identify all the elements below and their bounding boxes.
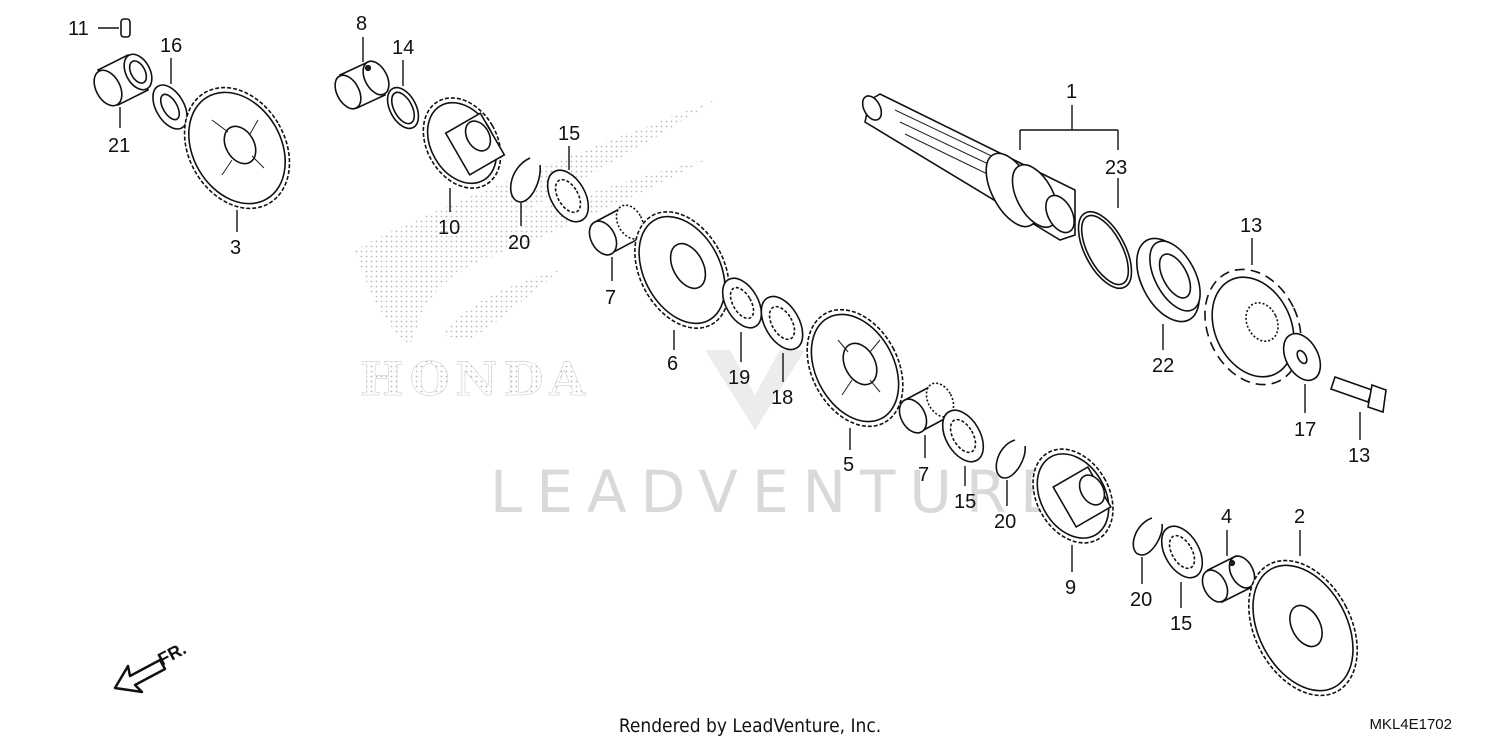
callout-11: 13 [1240, 215, 1262, 237]
part-6-gear [634, 211, 730, 350]
part-12-dowel-pin [98, 18, 131, 38]
callout-9: 9 [1065, 577, 1076, 599]
callout-1: 1 [1066, 81, 1077, 103]
callout-19: 19 [728, 367, 750, 389]
part-7-bearing-a [588, 204, 645, 281]
part-15-washer-c [1160, 525, 1204, 608]
part-1-mainshaft [861, 93, 1119, 241]
callout-10: 10 [438, 217, 460, 239]
part-3-gear [183, 86, 291, 232]
callout-6: 6 [667, 353, 678, 375]
part-7-bearing-b [898, 382, 955, 458]
part-21-bushing [93, 53, 153, 128]
part-20-snap-ring-c [1132, 517, 1163, 584]
callout-15-c: 15 [1170, 613, 1192, 635]
callout-12: 11 [68, 18, 89, 40]
part-20-snap-ring-b [995, 439, 1026, 506]
part-13-bolt [1329, 375, 1387, 440]
part-22-collar [1136, 237, 1201, 350]
part-11-sprocket [1204, 238, 1302, 386]
callout-14: 14 [392, 37, 414, 59]
part-2-gear [1247, 530, 1359, 697]
callout-22: 22 [1152, 355, 1174, 377]
part-5-gear [806, 308, 904, 450]
part-16-washer [152, 58, 188, 130]
callout-7-a: 7 [605, 287, 616, 309]
callout-8: 8 [356, 13, 367, 35]
rendered-by-credit: Rendered by LeadVenture, Inc. [618, 715, 882, 737]
callout-13: 13 [1348, 445, 1370, 467]
callout-20-b: 20 [994, 511, 1016, 533]
front-arrow-icon [113, 658, 167, 694]
callout-2: 2 [1294, 506, 1305, 528]
callout-3: 3 [230, 237, 241, 259]
part-4-bushing [1201, 530, 1256, 604]
callout-5: 5 [843, 454, 854, 476]
part-9-gear [1032, 448, 1114, 572]
callout-15-a: 15 [558, 123, 580, 145]
part-17-washer [1282, 332, 1322, 413]
part-19-washer [721, 277, 763, 362]
callout-labels: 11 16 21 3 8 14 10 20 15 7 6 19 18 5 7 1… [68, 13, 1370, 635]
leadventure-watermark-text: LEADVENTURE [490, 458, 1071, 526]
front-direction-indicator: FR. [113, 638, 189, 694]
part-18-washer [760, 295, 804, 382]
callout-7-b: 7 [918, 464, 929, 486]
callout-16: 16 [160, 35, 182, 57]
part-23-snap-ring [1077, 178, 1133, 290]
callout-20-c: 20 [1130, 589, 1152, 611]
callout-20-a: 20 [508, 232, 530, 254]
callout-15-b: 15 [954, 491, 976, 513]
callout-17: 17 [1294, 419, 1316, 441]
callout-21: 21 [108, 135, 130, 157]
part-20-snap-ring-a [509, 157, 541, 226]
callout-18: 18 [771, 387, 793, 409]
leadventure-watermark: LEADVENTURE [490, 350, 1071, 526]
part-10-gear [422, 97, 506, 212]
callout-23: 23 [1105, 157, 1127, 179]
part-15-washer-a [546, 146, 590, 223]
part-15-washer-b [941, 409, 985, 486]
honda-watermark-text: HONDA [360, 352, 591, 406]
part-14-ring [386, 60, 420, 130]
diagram-code: MKL4E1702 [1369, 716, 1452, 733]
part-8-bushing [334, 37, 390, 110]
honda-wing-watermark: HONDA [355, 100, 715, 406]
callout-4: 4 [1221, 506, 1232, 528]
